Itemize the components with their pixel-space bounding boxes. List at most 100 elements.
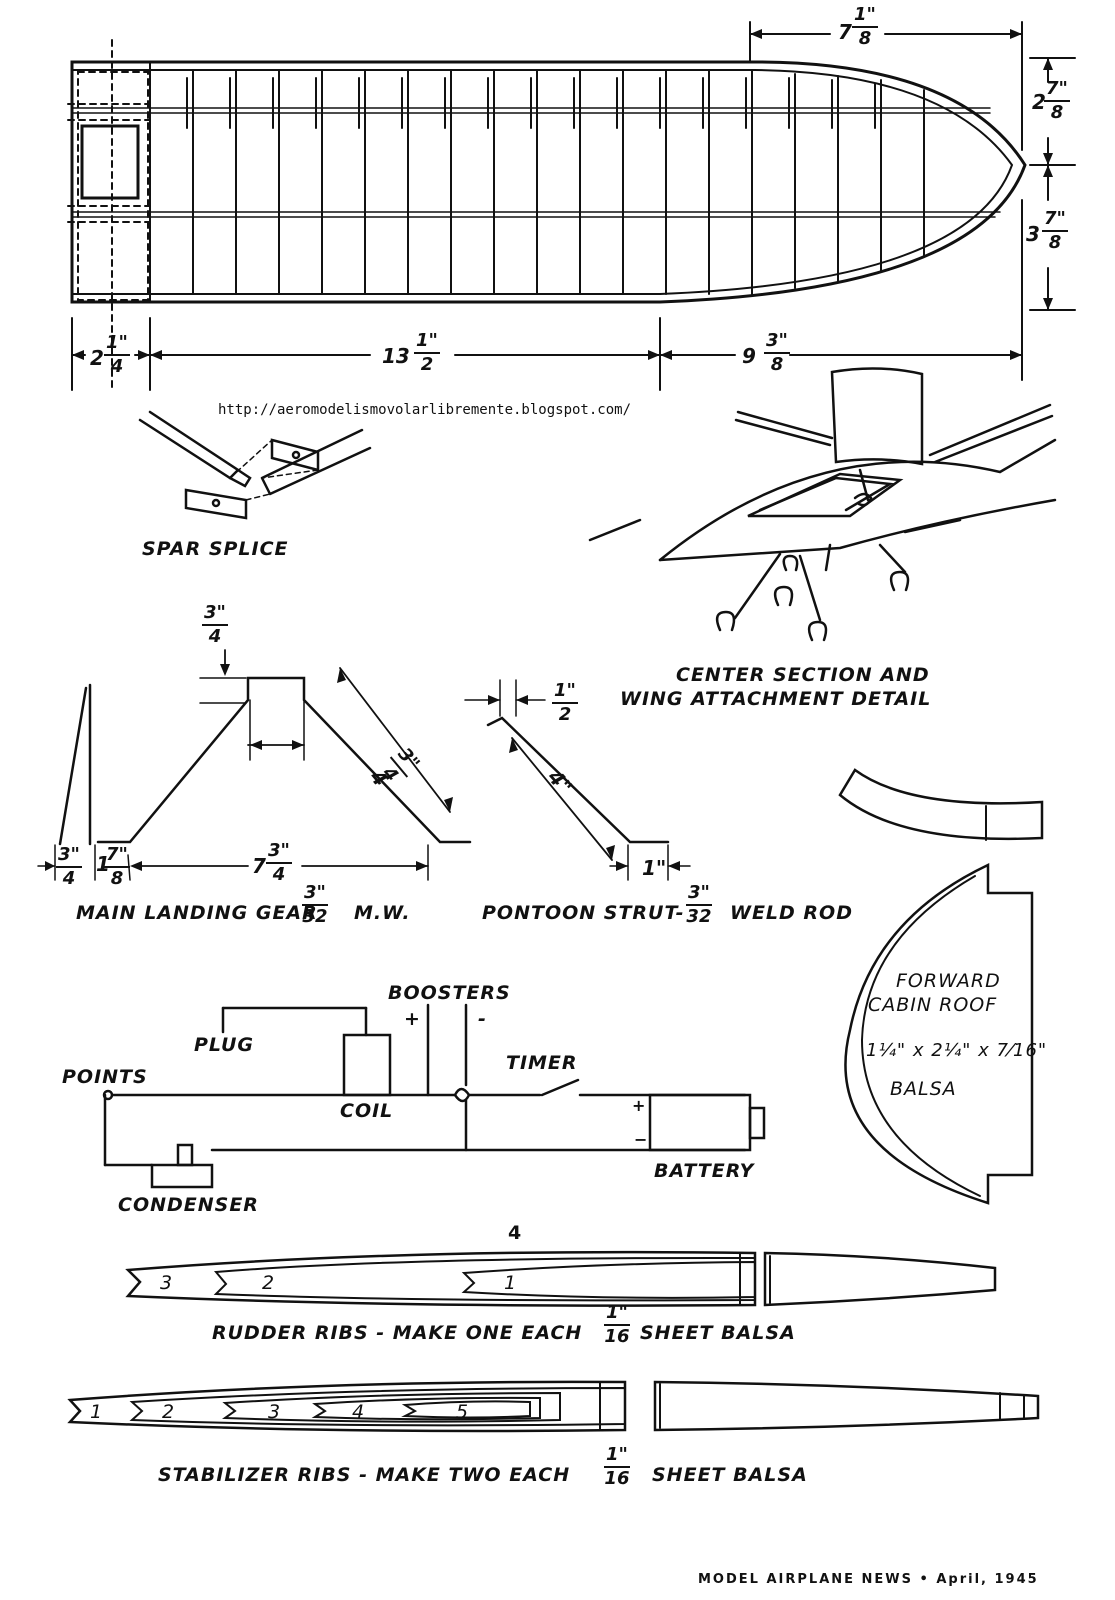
pontoon-top-numerator: 1" [552, 682, 578, 704]
ignition-circuit-drawing [104, 1005, 764, 1187]
cabin-roof-strip [840, 770, 1042, 840]
lower-right-whole: 3 [1026, 222, 1040, 246]
gear-base-numerator: 3" [266, 842, 292, 864]
battery-label: BATTERY [654, 1160, 755, 1182]
stab-rib-number-5: 5 [456, 1401, 470, 1423]
spar-splice-drawing [140, 412, 370, 518]
pontoon-strut-material: WELD ROD [730, 902, 853, 924]
condenser-label: CONDENSER [118, 1194, 259, 1216]
stab-rib-number-1: 1 [90, 1401, 104, 1423]
upper-right-denominator: 8 [1050, 102, 1064, 123]
stabilizer-ribs-drawing [70, 1382, 1038, 1431]
pontoon-strut-numerator: 3" [686, 884, 712, 906]
gear-base-left-numerator: 7" [104, 846, 130, 868]
pontoon-foot: 1" [642, 856, 667, 880]
main-gear-denominator: 32 [302, 906, 328, 927]
tip-width-fraction: 1"8 [852, 6, 878, 48]
wing-panel [68, 40, 1025, 392]
boosters-label: BOOSTERS [388, 982, 511, 1004]
main-gear-material: M.W. [354, 902, 411, 924]
gear-top-fraction: 3"4 [202, 604, 228, 646]
center-dim-whole: 13 [382, 344, 410, 368]
forward-cabin-dims: 1¼" x 2¼" x 7⁄16" [866, 1040, 1048, 1061]
battery-plus: + [632, 1096, 647, 1115]
main-gear-fraction: 3"32 [302, 884, 328, 926]
gear-top-numerator: 3" [202, 604, 228, 626]
left-dim-whole: 2 [90, 346, 104, 370]
left-dim-numerator: 1" [104, 334, 130, 356]
left-dim-denominator: 4 [110, 356, 124, 377]
right-dim-denominator: 8 [770, 354, 784, 375]
stabilizer-ribs-caption: STABILIZER RIBS - MAKE TWO EACH [158, 1464, 571, 1486]
right-dim-fraction: 3"8 [764, 332, 790, 374]
boosters-minus: - [478, 1008, 487, 1030]
gear-top-denominator: 4 [208, 626, 222, 647]
stabilizer-ribs-material: SHEET BALSA [652, 1464, 808, 1486]
forward-cabin-line2: CABIN ROOF [868, 994, 998, 1016]
center-dim-fraction: 1"2 [414, 332, 440, 374]
stab-rib-number-4: 4 [352, 1401, 366, 1423]
wing-arrowheads [72, 29, 1053, 360]
rudder-ribs-numerator: 1" [604, 1304, 630, 1326]
rudder-rib-number-4: 4 [508, 1222, 523, 1244]
stab-rib-number-3: 3 [268, 1401, 282, 1423]
upper-right-fraction: 7"8 [1044, 80, 1070, 122]
source-url: http://aeromodelismovolarlibremente.blog… [218, 402, 632, 418]
publication-credit: MODEL AIRPLANE NEWS • April, 1945 [698, 1572, 1039, 1587]
pontoon-top-fraction: 1"2 [552, 682, 578, 724]
lower-right-numerator: 7" [1042, 210, 1068, 232]
right-dim-whole: 9 [742, 344, 756, 368]
upper-right-numerator: 7" [1044, 80, 1070, 102]
gear-base-fraction: 3"4 [266, 842, 292, 884]
gear-base-whole: 7 [252, 854, 266, 878]
plug-label: PLUG [194, 1034, 255, 1056]
lower-right-denominator: 8 [1048, 232, 1062, 253]
left-dim-fraction: 1"4 [104, 334, 130, 376]
pontoon-top-denominator: 2 [558, 704, 572, 725]
rudder-ribs-drawing [128, 1252, 995, 1306]
center-section-drawing [590, 368, 1055, 640]
gear-left-denominator: 4 [62, 868, 76, 889]
center-dim-denominator: 2 [420, 354, 434, 375]
rudder-ribs-material: SHEET BALSA [640, 1322, 796, 1344]
forward-cabin-material: BALSA [890, 1078, 957, 1100]
gear-base-denominator: 4 [272, 864, 286, 885]
main-gear-label: MAIN LANDING GEAR [76, 902, 318, 924]
main-gear-numerator: 3" [302, 884, 328, 906]
tip-width-numerator: 1" [852, 6, 878, 28]
spar-splice-label: SPAR SPLICE [142, 538, 289, 560]
stabilizer-ribs-denominator: 16 [604, 1468, 630, 1489]
pontoon-strut-label: PONTOON STRUT- [482, 902, 685, 924]
wing-ribs [150, 62, 924, 302]
timer-label: TIMER [506, 1052, 578, 1074]
gear-base-left-fraction: 7"8 [104, 846, 130, 888]
stabilizer-ribs-numerator: 1" [604, 1446, 630, 1468]
main-landing-gear-drawing [38, 650, 470, 880]
center-section-label-line2: WING ATTACHMENT DETAIL [620, 688, 932, 710]
points-label: POINTS [62, 1066, 148, 1088]
right-dim-numerator: 3" [764, 332, 790, 354]
rudder-ribs-fraction: 1"16 [604, 1304, 630, 1346]
pontoon-strut-fraction: 3"32 [686, 884, 712, 926]
battery-minus: − [634, 1130, 649, 1149]
upper-right-whole: 2 [1032, 90, 1046, 114]
coil-label: COIL [340, 1100, 394, 1122]
rudder-rib-number-2: 2 [262, 1272, 276, 1294]
rudder-ribs-caption: RUDDER RIBS - MAKE ONE EACH [212, 1322, 583, 1344]
wing-dimensions [72, 22, 1075, 390]
forward-cabin-roof-outline [845, 865, 1032, 1203]
tip-width-whole: 7 [838, 20, 852, 44]
tip-width-denominator: 8 [858, 28, 872, 49]
stabilizer-ribs-fraction: 1"16 [604, 1446, 630, 1488]
gear-left-fraction: 3"4 [56, 846, 82, 888]
rudder-ribs-denominator: 16 [604, 1326, 630, 1347]
forward-cabin-line1: FORWARD [896, 970, 1001, 992]
rudder-rib-number-3: 3 [160, 1272, 174, 1294]
gear-left-numerator: 3" [56, 846, 82, 868]
center-section-label-line1: CENTER SECTION AND [676, 664, 930, 686]
center-dim-numerator: 1" [414, 332, 440, 354]
gear-base-left-whole: 1 [96, 852, 110, 876]
stab-rib-number-2: 2 [162, 1401, 176, 1423]
boosters-plus: + [404, 1008, 421, 1030]
